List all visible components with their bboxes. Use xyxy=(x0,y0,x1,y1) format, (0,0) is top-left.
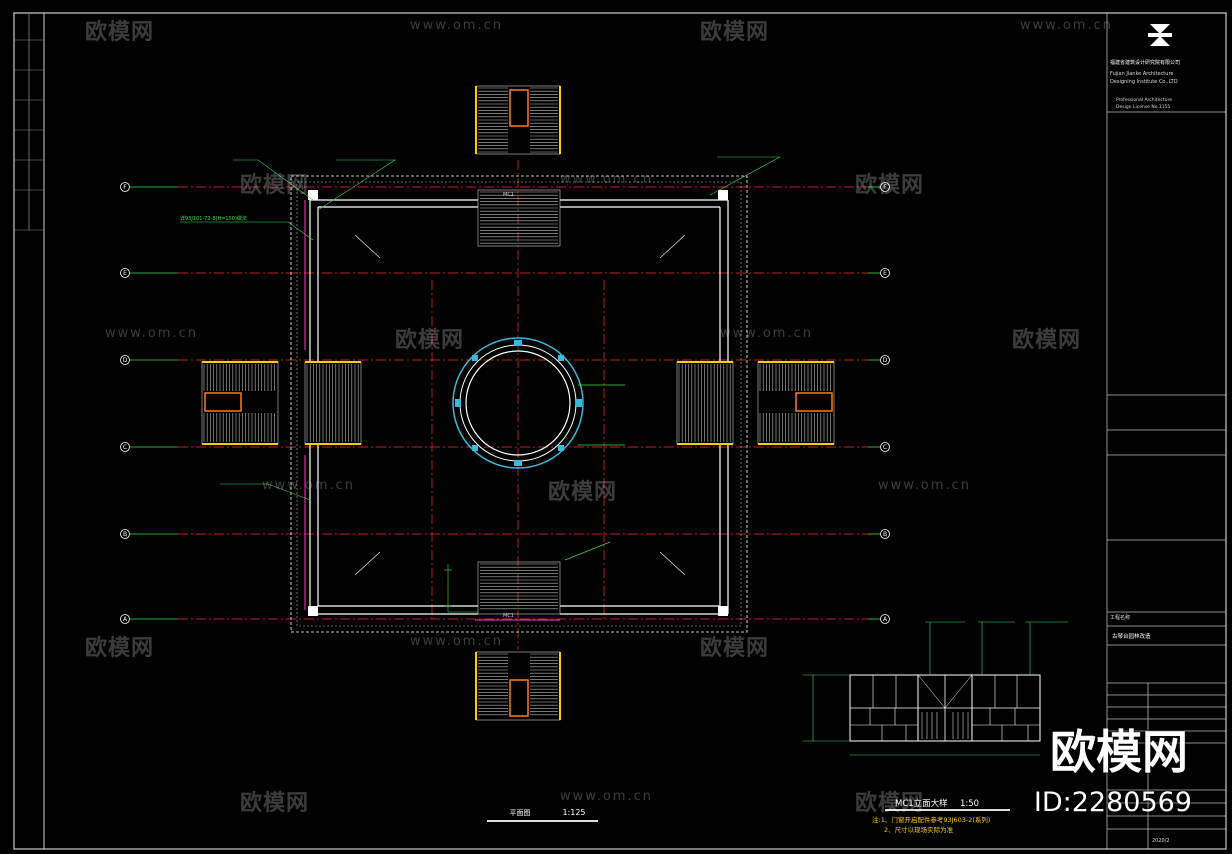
axis-bubbles-left xyxy=(120,182,130,624)
title-block xyxy=(1106,13,1226,849)
firm-name-cn: 福建省建筑设计研究院有限公司 xyxy=(1110,59,1180,66)
license-line-2: Design License No.1155 xyxy=(1116,104,1170,110)
axis-label-right-a: A xyxy=(883,616,888,623)
stair-bottom xyxy=(477,561,561,615)
license-line-1: Professional Architecture xyxy=(1116,97,1172,103)
drawing-frame xyxy=(13,12,1227,850)
note-line-1: 注:1、门窗开启配件参考93J603-2(系列) xyxy=(872,815,990,824)
axis-label-left-d: D xyxy=(123,357,128,364)
central-round-pavilion xyxy=(452,337,584,469)
axis-bubbles-right xyxy=(880,182,890,624)
axis-label-left-b: B xyxy=(123,531,127,538)
watermark-id: ID:2280569 xyxy=(1033,787,1192,818)
firm-name-en-2: Designing Institute Co.,LTD xyxy=(1110,79,1178,85)
axis-label-right-e: E xyxy=(883,270,887,277)
stair-top xyxy=(477,189,561,247)
firm-logo-icon xyxy=(1148,24,1172,46)
elevation-title: MC1立面大样 xyxy=(895,798,948,809)
plan-title: 平面图 xyxy=(510,809,531,817)
elevation-scale: 1:50 xyxy=(960,799,979,809)
axis-label-left-e: E xyxy=(123,270,127,277)
plan-scale: 1:125 xyxy=(562,808,585,817)
axis-label-left-a: A xyxy=(123,616,128,623)
project-label: 工程名称 xyxy=(1110,614,1130,621)
drawing-number: 2020/2 xyxy=(1152,838,1170,844)
project-name: 古琴台园林改造 xyxy=(1112,632,1151,640)
firm-name-en-1: Fujian Jianke Architecture xyxy=(1110,71,1173,77)
axis-label-left-c: C xyxy=(123,444,127,451)
mc1-elevation xyxy=(803,621,1068,756)
axis-grid xyxy=(178,160,868,650)
watermark-brand-large: 欧模网 xyxy=(1050,725,1188,779)
callout-note: 详93J101-72-8(H=150)做法 xyxy=(180,215,247,222)
axis-label-right-b: B xyxy=(883,531,887,538)
door-tag-top: MC1 xyxy=(503,192,514,198)
axis-label-right-d: D xyxy=(883,357,888,364)
note-line-2: 2、尺寸以现场实际为准 xyxy=(884,825,954,834)
stair-right xyxy=(676,361,835,445)
outer-wall-outline xyxy=(290,175,748,633)
door-tag-bottom: MC1 xyxy=(503,613,514,619)
stair-left xyxy=(201,361,362,445)
axis-label-left-f: F xyxy=(123,184,127,191)
main-walls xyxy=(309,199,729,615)
axis-label-right-f: F xyxy=(883,184,887,191)
axis-label-right-c: C xyxy=(883,444,887,451)
